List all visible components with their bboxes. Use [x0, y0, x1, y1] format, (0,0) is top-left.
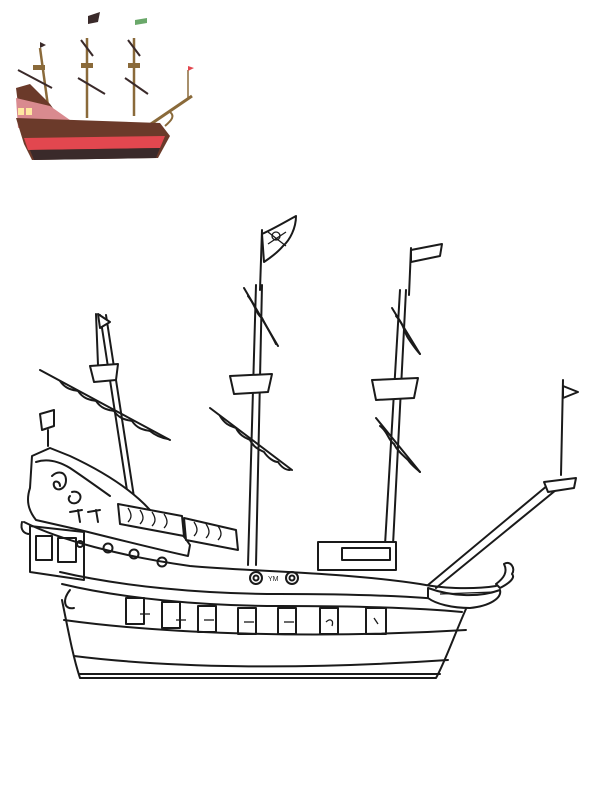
- mizzen-mast: [384, 289, 401, 546]
- figurehead: [495, 562, 515, 589]
- hull-marking: YM: [268, 576, 279, 583]
- ship-line-art: YM: [20, 215, 579, 679]
- mizzen-yard-sail: [375, 417, 421, 473]
- fore-crows-nest: [89, 363, 119, 383]
- reference-ship-image: [16, 12, 194, 160]
- bow-pennant: [562, 385, 579, 399]
- main-topsail: [243, 287, 279, 347]
- gun-ports: [125, 597, 387, 635]
- mizzen-topsail: [391, 307, 421, 355]
- bowsprit: [427, 484, 549, 586]
- fore-yard-sail: [39, 369, 171, 441]
- main-crows-nest: [229, 373, 273, 395]
- mizzen-crows-nest: [371, 377, 419, 401]
- upper-hull: [23, 521, 497, 590]
- fore-pennant: [97, 313, 111, 329]
- prow: [427, 587, 502, 609]
- main-yard-sail: [209, 407, 293, 471]
- stern-lantern: [39, 409, 55, 431]
- main-mast: [247, 284, 257, 566]
- mizzen-pennant: [410, 243, 443, 263]
- jolly-roger-flag-icon: [261, 215, 297, 263]
